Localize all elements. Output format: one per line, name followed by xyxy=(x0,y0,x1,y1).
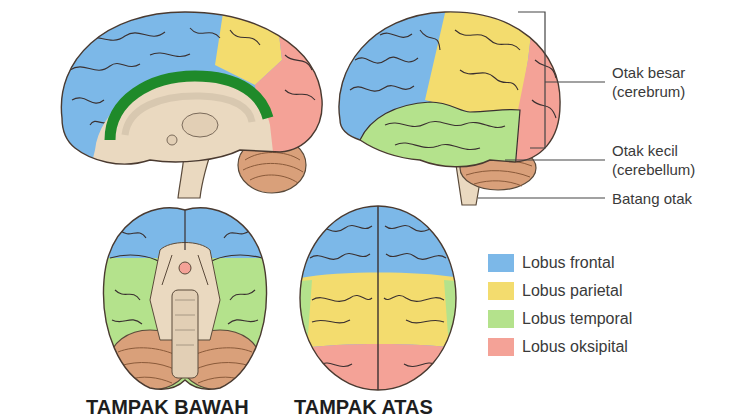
legend-swatch xyxy=(488,254,514,272)
bottom-view-part xyxy=(103,208,266,389)
part-label: Otak besar (cerebrum) xyxy=(612,63,712,101)
view-caption: TAMPAK ATAS xyxy=(294,396,433,418)
top-view-part xyxy=(377,206,378,390)
lateral-view xyxy=(330,0,570,205)
bottom-view-part-part xyxy=(179,262,191,274)
lateral-view-part-part xyxy=(350,30,556,150)
bottom-view-part-part xyxy=(172,290,198,378)
legend-swatch xyxy=(488,282,514,300)
part-label: Batang otak xyxy=(612,189,732,208)
leader-lines-part xyxy=(505,159,605,160)
sagittal-view-part-part xyxy=(167,135,177,145)
bottom-view xyxy=(95,200,275,400)
sagittal-view-part xyxy=(61,12,322,164)
legend-swatch xyxy=(488,338,514,356)
top-view-part-part xyxy=(290,273,470,351)
legend-text: Lobus oksipital xyxy=(522,337,628,357)
top-view-part xyxy=(300,206,456,390)
leader-lines-part xyxy=(478,197,605,198)
top-view-part-part xyxy=(290,344,470,400)
lateral-view-part xyxy=(339,12,560,167)
leader-lines xyxy=(478,12,605,198)
top-view xyxy=(290,200,470,400)
legend-text: Lobus frontal xyxy=(522,253,615,273)
bottom-view-part-part xyxy=(175,300,195,345)
lateral-view-part-part xyxy=(330,0,570,200)
bottom-view-part xyxy=(184,210,185,250)
sagittal-view xyxy=(50,0,350,200)
legend-swatch xyxy=(488,310,514,328)
leader-lines-part xyxy=(545,81,605,82)
bottom-view-part-part xyxy=(162,255,208,285)
sagittal-view-part-part xyxy=(110,76,268,140)
view-caption: TAMPAK BAWAH xyxy=(86,396,249,418)
bottom-view-part-part xyxy=(95,200,275,400)
part-label: Otak kecil (cerebellum) xyxy=(612,141,712,179)
sagittal-view-part-part xyxy=(50,0,350,200)
legend-text: Lobus parietal xyxy=(522,281,623,301)
lateral-view-part xyxy=(330,0,570,200)
lateral-view-part-part xyxy=(425,0,535,112)
legend-text: Lobus temporal xyxy=(522,309,632,329)
bottom-view-part xyxy=(95,200,275,400)
leader-lines-part xyxy=(518,12,545,148)
top-view-part xyxy=(290,200,470,400)
sagittal-view-part xyxy=(50,0,350,200)
sagittal-view-part-part xyxy=(182,113,218,137)
